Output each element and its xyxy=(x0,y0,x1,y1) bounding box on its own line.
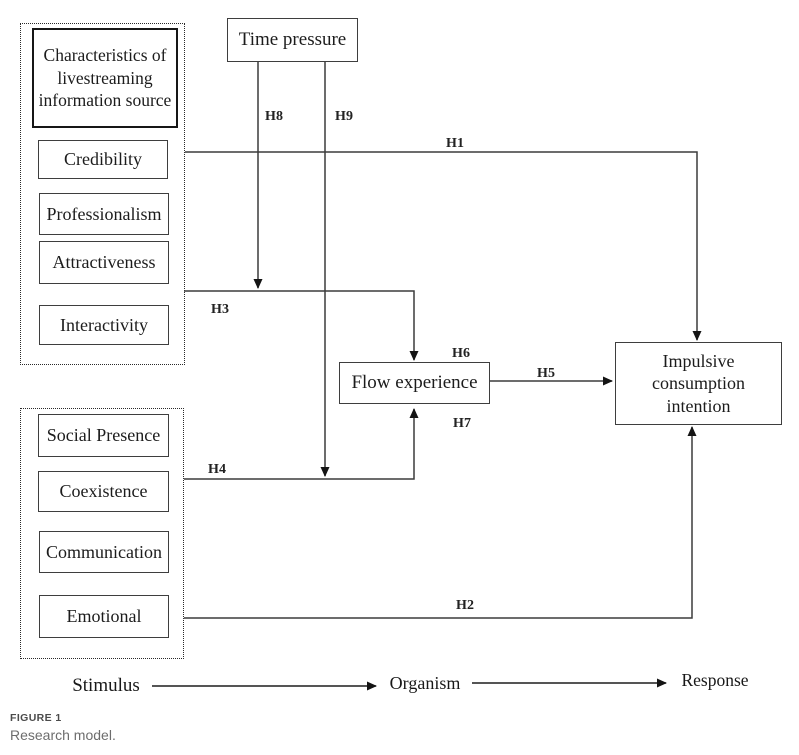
h1-label: H1 xyxy=(446,136,464,151)
attractiveness-label: Attractiveness xyxy=(52,252,156,273)
communication-label: Communication xyxy=(46,541,162,562)
credibility-label: Credibility xyxy=(64,149,142,170)
impulsive-consumption-box: Impulsive consumption intention xyxy=(615,342,782,425)
flow-experience-label: Flow experience xyxy=(351,372,478,394)
professionalism-label: Professionalism xyxy=(46,203,162,224)
h2-label: H2 xyxy=(456,598,474,613)
figure-caption-text: Research model. xyxy=(10,727,116,743)
h9-label: H9 xyxy=(335,109,353,124)
emotional-label: Emotional xyxy=(66,606,142,627)
impulsive-consumption-label: Impulsive consumption intention xyxy=(652,350,745,416)
h2-arrow xyxy=(184,426,697,619)
interactivity-box: Interactivity xyxy=(39,305,169,345)
interactivity-label: Interactivity xyxy=(60,314,148,335)
time-pressure-box: Time pressure xyxy=(227,18,358,62)
h4-h7-arrow xyxy=(184,408,419,480)
h3-h6-arrow xyxy=(184,290,419,361)
stimulus-label: Stimulus xyxy=(72,675,140,696)
coexistence-box: Coexistence xyxy=(38,471,169,512)
social-presence-group xyxy=(20,408,184,659)
h3-label: H3 xyxy=(211,302,229,317)
h5-label: H5 xyxy=(537,366,555,381)
coexistence-label: Coexistence xyxy=(59,481,148,502)
time-pressure-label: Time pressure xyxy=(238,29,347,51)
figure-caption-label: FIGURE 1 xyxy=(10,712,62,724)
credibility-box: Credibility xyxy=(38,140,168,179)
social-presence-box: Social Presence xyxy=(38,414,169,457)
source-characteristics-group xyxy=(20,23,185,365)
h7-label: H7 xyxy=(453,416,471,431)
flow-experience-box: Flow experience xyxy=(339,362,490,404)
h1-arrow xyxy=(185,151,702,341)
social-presence-label: Social Presence xyxy=(46,425,161,446)
group-title-text: Characteristics of livestreaming informa… xyxy=(38,44,172,111)
h6-label: H6 xyxy=(452,346,470,361)
h8-label: H8 xyxy=(265,109,283,124)
emotional-box: Emotional xyxy=(39,595,169,638)
communication-box: Communication xyxy=(39,531,169,573)
group-title-box: Characteristics of livestreaming informa… xyxy=(32,28,178,128)
organism-label: Organism xyxy=(389,673,461,693)
h4-label: H4 xyxy=(208,462,226,477)
professionalism-box: Professionalism xyxy=(39,193,169,235)
attractiveness-box: Attractiveness xyxy=(39,241,169,284)
response-label: Response xyxy=(681,670,749,690)
